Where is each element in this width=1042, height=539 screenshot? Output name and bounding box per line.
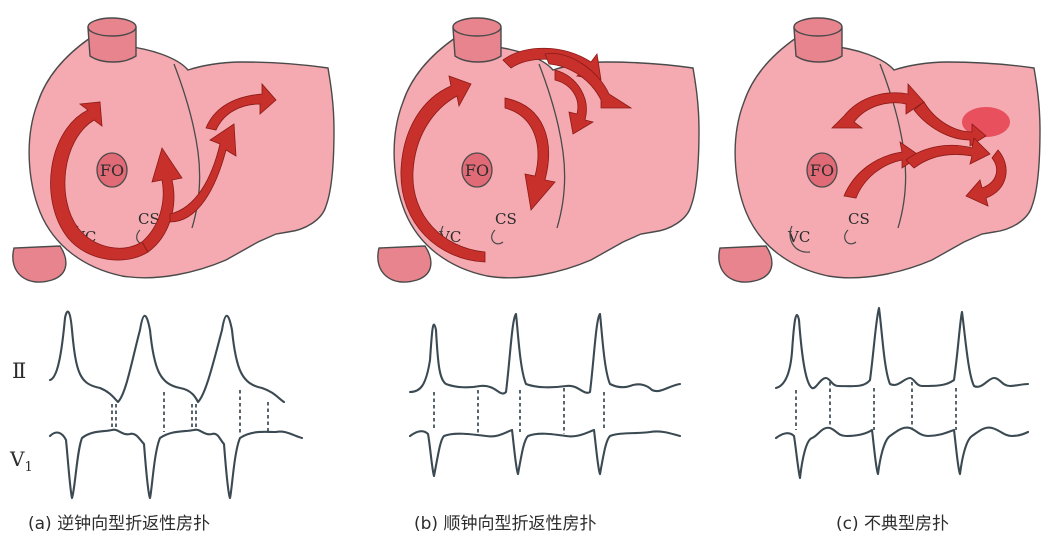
fo-label-c: FO	[810, 161, 834, 180]
cs-label-c: CS	[848, 210, 870, 228]
ecg-traces-c	[776, 308, 1028, 478]
lead-v-letter: V	[9, 447, 25, 471]
ecg-lead-ii-c	[776, 308, 1028, 388]
panel-a: FO VC CS (a) 逆钟向型折返性房扑	[13, 18, 334, 534]
ecg-traces-a	[50, 312, 302, 498]
heart-diagram-a: FO VC CS	[13, 18, 334, 282]
ecg-traces-b	[410, 314, 680, 476]
ecg-lead-ii-b	[410, 314, 680, 394]
caption-c: (c) 不典型房扑	[836, 514, 949, 534]
caption-b: (b) 顺钟向型折返性房扑	[414, 514, 596, 534]
fo-label-b: FO	[465, 161, 489, 180]
ecg-lead-v1-b	[410, 430, 680, 476]
ecg-lead-v1-a	[50, 430, 302, 498]
panel-b: FO VC CS (b) 顺钟向型折返性房扑	[378, 18, 699, 534]
lead-v-subscript: 1	[24, 460, 32, 475]
lead-v1-label: V1	[9, 447, 33, 475]
heart-diagram-b: FO VC CS	[378, 18, 699, 282]
heart-diagram-c: FO VC CS	[719, 18, 1040, 282]
cs-label-b: CS	[495, 210, 517, 228]
caption-a: (a) 逆钟向型折返性房扑	[28, 514, 210, 534]
lead-ii-label: Ⅱ	[12, 359, 26, 383]
ecg-lead-ii-a	[50, 312, 284, 402]
fo-label-a: FO	[100, 161, 124, 180]
panel-c: FO VC CS (c) 不典型房扑	[719, 18, 1040, 534]
ecg-lead-v1-c	[776, 428, 1028, 478]
